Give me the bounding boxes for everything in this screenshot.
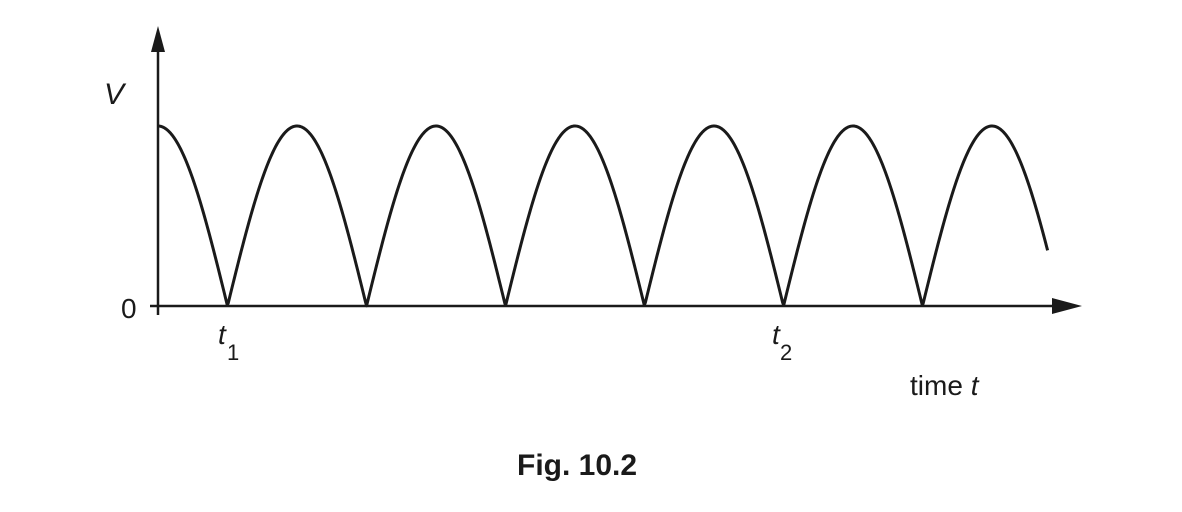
y-axis-arrow-icon <box>151 26 165 52</box>
t1-subscript: 1 <box>227 340 239 365</box>
t1-base: t <box>218 319 227 350</box>
origin-label: 0 <box>121 293 137 324</box>
figure-caption: Fig. 10.2 <box>517 449 637 482</box>
t1-label: t 1 <box>218 319 239 365</box>
x-axis-label-text: time <box>910 370 971 401</box>
t2-label: t 2 <box>772 319 792 365</box>
t2-base: t <box>772 319 781 350</box>
y-axis-label: V <box>104 78 127 111</box>
t2-subscript: 2 <box>780 340 792 365</box>
x-axis-label: time t <box>910 370 980 401</box>
x-axis-label-variable: t <box>971 370 980 401</box>
waveform-curve <box>157 124 1050 308</box>
x-axis-arrow-icon <box>1052 298 1082 314</box>
